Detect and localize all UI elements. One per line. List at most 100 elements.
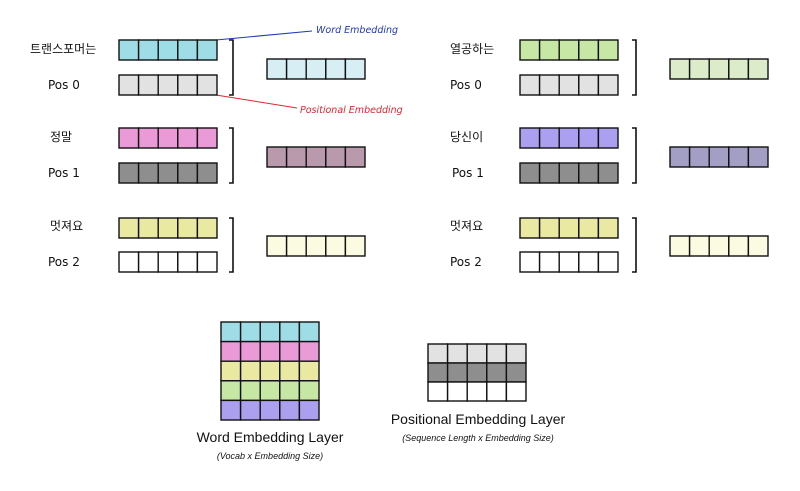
pos-layer-row-2-cell-0 bbox=[427, 381, 449, 402]
pos-vector-3-cell-3 bbox=[578, 74, 600, 96]
pos-label-3: Pos 0 bbox=[450, 78, 482, 92]
word-layer-row-3-cell-1 bbox=[239, 380, 261, 402]
word-vector-4-cell-4 bbox=[597, 127, 619, 149]
word-layer-row-0-cell-0 bbox=[220, 321, 242, 343]
word-vector-1-cell-0 bbox=[118, 127, 140, 149]
pos-layer-row-1-cell-2 bbox=[466, 362, 488, 383]
word-vector-5-cell-4 bbox=[597, 217, 619, 239]
pos-vector-5-cell-0 bbox=[519, 251, 541, 273]
word-label-3: 열공하는 bbox=[450, 42, 494, 56]
word-label-2: 멋져요 bbox=[50, 219, 83, 233]
word-label-5: 멋져요 bbox=[450, 219, 483, 233]
sum-vector-5-cell-2 bbox=[708, 235, 730, 257]
word-vector-0-cell-3 bbox=[177, 39, 199, 61]
word-layer-row-1-cell-3 bbox=[279, 340, 301, 362]
pos-vector-0-cell-1 bbox=[137, 74, 159, 96]
word-layer-row-0-cell-3 bbox=[279, 321, 301, 343]
word-vector-0-cell-0 bbox=[118, 39, 140, 61]
pos-vector-3-cell-2 bbox=[558, 74, 580, 96]
sum-vector-4-cell-4 bbox=[747, 146, 769, 168]
pos-vector-4-cell-0 bbox=[519, 162, 541, 184]
sum-vector-5-cell-1 bbox=[688, 235, 710, 257]
word-vector-2-cell-4 bbox=[196, 217, 218, 239]
word-layer-row-2-cell-4 bbox=[298, 360, 320, 382]
sum-vector-1-cell-3 bbox=[325, 146, 347, 168]
sum-vector-2-cell-4 bbox=[344, 235, 366, 257]
word-layer-row-1-cell-2 bbox=[259, 340, 281, 362]
pos-vector-3-cell-1 bbox=[538, 74, 560, 96]
word-vector-3-cell-4 bbox=[597, 39, 619, 61]
word-vector-2-cell-3 bbox=[177, 217, 199, 239]
pos-vector-4-cell-4 bbox=[597, 162, 619, 184]
sum-vector-4-cell-0 bbox=[669, 146, 691, 168]
pos-label-0: Pos 0 bbox=[48, 78, 80, 92]
word-vector-0-cell-4 bbox=[196, 39, 218, 61]
pos-vector-5-cell-4 bbox=[597, 251, 619, 273]
word-embedding-pointer bbox=[215, 30, 313, 41]
word-vector-2-cell-1 bbox=[137, 217, 159, 239]
sum-bracket-4 bbox=[632, 127, 637, 184]
word-vector-1-cell-2 bbox=[157, 127, 179, 149]
word-layer-row-1-cell-4 bbox=[298, 340, 320, 362]
pos-vector-1-cell-4 bbox=[196, 162, 218, 184]
pos-layer-row-1-cell-1 bbox=[446, 362, 468, 383]
pos-layer-row-0-cell-0 bbox=[427, 343, 449, 364]
sum-vector-2-cell-0 bbox=[266, 235, 288, 257]
positional-embedding-pointer bbox=[215, 94, 298, 109]
word-vector-1-cell-3 bbox=[177, 127, 199, 149]
pos-layer-row-0-cell-2 bbox=[466, 343, 488, 364]
word-vector-3-cell-3 bbox=[578, 39, 600, 61]
word-layer-row-3-cell-4 bbox=[298, 380, 320, 402]
pos-vector-2-cell-1 bbox=[137, 251, 159, 273]
pos-label-4: Pos 1 bbox=[452, 166, 484, 180]
word-layer-row-2-cell-3 bbox=[279, 360, 301, 382]
pos-layer-title: Positional Embedding Layer bbox=[391, 411, 566, 427]
sum-bracket-2 bbox=[229, 217, 234, 273]
pos-label-5: Pos 2 bbox=[450, 255, 482, 269]
word-vector-4-cell-2 bbox=[558, 127, 580, 149]
word-vector-2-cell-0 bbox=[118, 217, 140, 239]
word-vector-0-cell-2 bbox=[157, 39, 179, 61]
word-vector-5-cell-3 bbox=[578, 217, 600, 239]
pos-vector-1-cell-3 bbox=[177, 162, 199, 184]
sum-vector-4-cell-3 bbox=[728, 146, 750, 168]
pos-vector-5-cell-3 bbox=[578, 251, 600, 273]
word-layer-row-0-cell-1 bbox=[239, 321, 261, 343]
positional-embedding-annotation: Positional Embedding bbox=[300, 105, 403, 116]
word-layer-row-1-cell-1 bbox=[239, 340, 261, 362]
sum-vector-1-cell-0 bbox=[266, 146, 288, 168]
pos-vector-2-cell-2 bbox=[157, 251, 179, 273]
word-vector-5-cell-1 bbox=[538, 217, 560, 239]
pos-layer-row-0-cell-4 bbox=[505, 343, 527, 364]
word-vector-0-cell-1 bbox=[137, 39, 159, 61]
word-vector-1-cell-4 bbox=[196, 127, 218, 149]
pos-layer-row-1-cell-0 bbox=[427, 362, 449, 383]
pos-vector-0-cell-3 bbox=[177, 74, 199, 96]
pos-label-2: Pos 2 bbox=[48, 255, 80, 269]
sum-vector-2-cell-3 bbox=[325, 235, 347, 257]
word-vector-4-cell-0 bbox=[519, 127, 541, 149]
sum-vector-5-cell-3 bbox=[728, 235, 750, 257]
pos-vector-2-cell-4 bbox=[196, 251, 218, 273]
sum-vector-1-cell-2 bbox=[305, 146, 327, 168]
pos-vector-2-cell-3 bbox=[177, 251, 199, 273]
word-layer-row-4-cell-0 bbox=[220, 399, 242, 421]
pos-vector-0-cell-0 bbox=[118, 74, 140, 96]
word-layer-row-2-cell-0 bbox=[220, 360, 242, 382]
word-layer-row-4-cell-4 bbox=[298, 399, 320, 421]
pos-layer-row-2-cell-2 bbox=[466, 381, 488, 402]
sum-vector-0-cell-1 bbox=[285, 58, 307, 80]
pos-layer-row-2-cell-1 bbox=[446, 381, 468, 402]
word-layer-row-4-cell-1 bbox=[239, 399, 261, 421]
pos-layer-row-2-cell-3 bbox=[486, 381, 508, 402]
sum-vector-3-cell-4 bbox=[747, 58, 769, 80]
pos-vector-4-cell-1 bbox=[538, 162, 560, 184]
sum-vector-5-cell-4 bbox=[747, 235, 769, 257]
word-embedding-annotation: Word Embedding bbox=[316, 25, 398, 36]
pos-vector-3-cell-0 bbox=[519, 74, 541, 96]
sum-vector-0-cell-4 bbox=[344, 58, 366, 80]
word-layer-title: Word Embedding Layer bbox=[197, 429, 344, 445]
word-vector-4-cell-3 bbox=[578, 127, 600, 149]
word-vector-5-cell-2 bbox=[558, 217, 580, 239]
